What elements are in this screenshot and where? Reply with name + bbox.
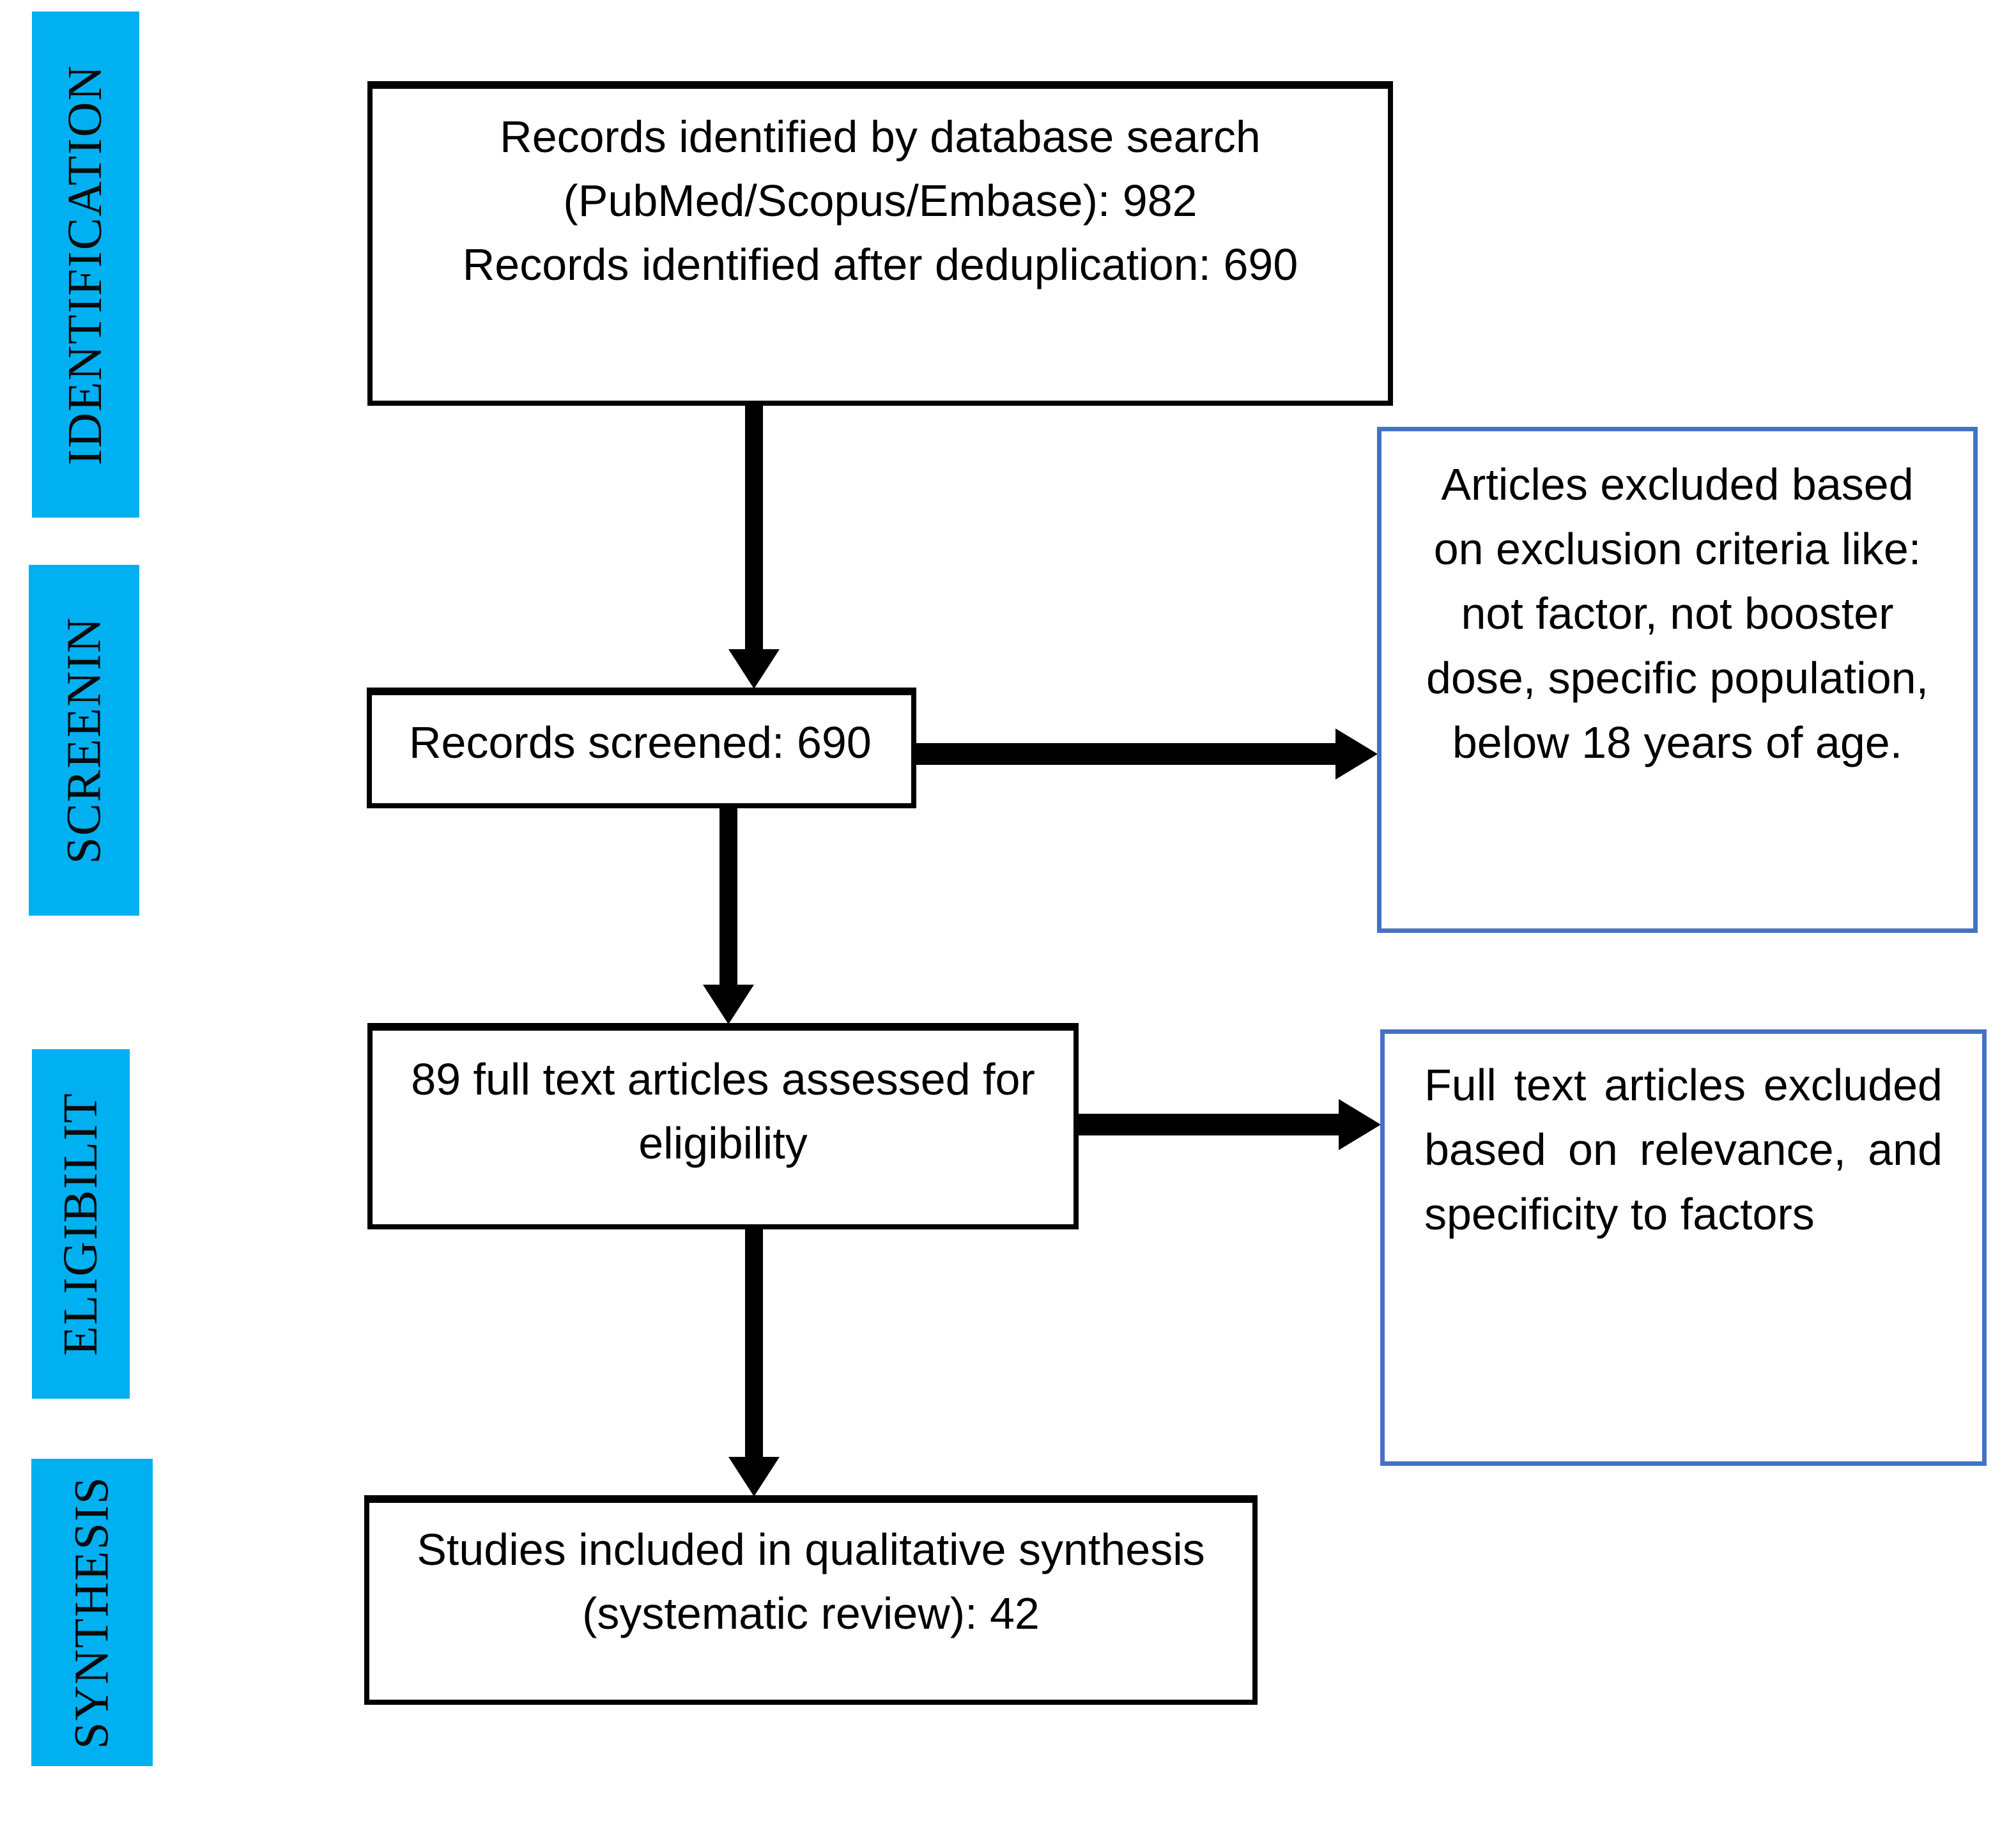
box-articles-excluded-line: dose, specific population, <box>1426 653 1929 703</box>
box-fulltext-assessed-line: 89 full text articles assessed for <box>411 1054 1035 1104</box>
box-studies-included: Studies included in qualitative synthesi… <box>364 1495 1258 1705</box>
box-studies-included-line: (systematic review): 42 <box>582 1588 1040 1638</box>
box-records-identified-line: Records identified by database search <box>500 112 1261 162</box>
arrow-shaft <box>719 808 737 985</box>
box-articles-excluded-line: Articles excluded based <box>1441 459 1914 509</box>
arrowhead-right-icon <box>1335 728 1378 780</box>
arrow-shaft <box>1079 1114 1339 1135</box>
box-fulltext-excluded-line: Full text articles excluded <box>1424 1060 1943 1110</box>
arrowhead-right-icon <box>1339 1099 1381 1150</box>
arrow-shaft <box>745 1229 763 1457</box>
box-fulltext-assessed-line: eligibility <box>638 1118 808 1168</box>
box-records-identified-line: (PubMed/Scopus/Embase): 982 <box>563 176 1197 226</box>
box-fulltext-assessed: 89 full text articles assessed for eligi… <box>367 1023 1079 1229</box>
stage-bar-synthesis: SYNTHESIS <box>31 1459 153 1766</box>
stage-bar-screening: SCREENIN <box>29 565 139 916</box>
arrowhead-down-icon <box>728 1457 780 1496</box>
stage-bar-eligibility: ELIGIBILIT <box>32 1049 130 1399</box>
arrowhead-down-icon <box>703 985 754 1024</box>
arrow-shaft <box>916 743 1335 765</box>
box-articles-excluded-line: on exclusion criteria like: <box>1433 524 1921 574</box>
box-records-screened: Records screened: 690 <box>367 688 916 808</box>
box-records-identified-line: Records identified after deduplication: … <box>462 240 1298 289</box>
box-records-identified: Records identified by database search (P… <box>367 81 1393 406</box>
box-articles-excluded: Articles excluded based on exclusion cri… <box>1377 427 1978 933</box>
stage-label-synthesis: SYNTHESIS <box>65 1475 119 1750</box>
stage-label-eligibility: ELIGIBILIT <box>54 1092 108 1356</box>
stage-bar-identification: IDENTIFICATION <box>32 12 139 518</box>
box-fulltext-excluded: Full text articles excluded based on rel… <box>1380 1029 1987 1466</box>
box-articles-excluded-line: not factor, not booster <box>1461 588 1894 638</box>
box-studies-included-line: Studies included in qualitative synthesi… <box>417 1525 1205 1574</box>
box-articles-excluded-line: below 18 years of age. <box>1452 718 1903 767</box>
box-fulltext-excluded-line: specificity to factors <box>1424 1189 1815 1239</box>
box-records-screened-line: Records screened: 690 <box>409 718 872 767</box>
box-fulltext-excluded-line: based on relevance, and <box>1424 1125 1943 1174</box>
arrowhead-down-icon <box>728 649 780 689</box>
stage-label-identification: IDENTIFICATION <box>58 64 112 465</box>
arrow-shaft <box>745 406 763 649</box>
stage-label-screening: SCREENIN <box>57 616 111 865</box>
